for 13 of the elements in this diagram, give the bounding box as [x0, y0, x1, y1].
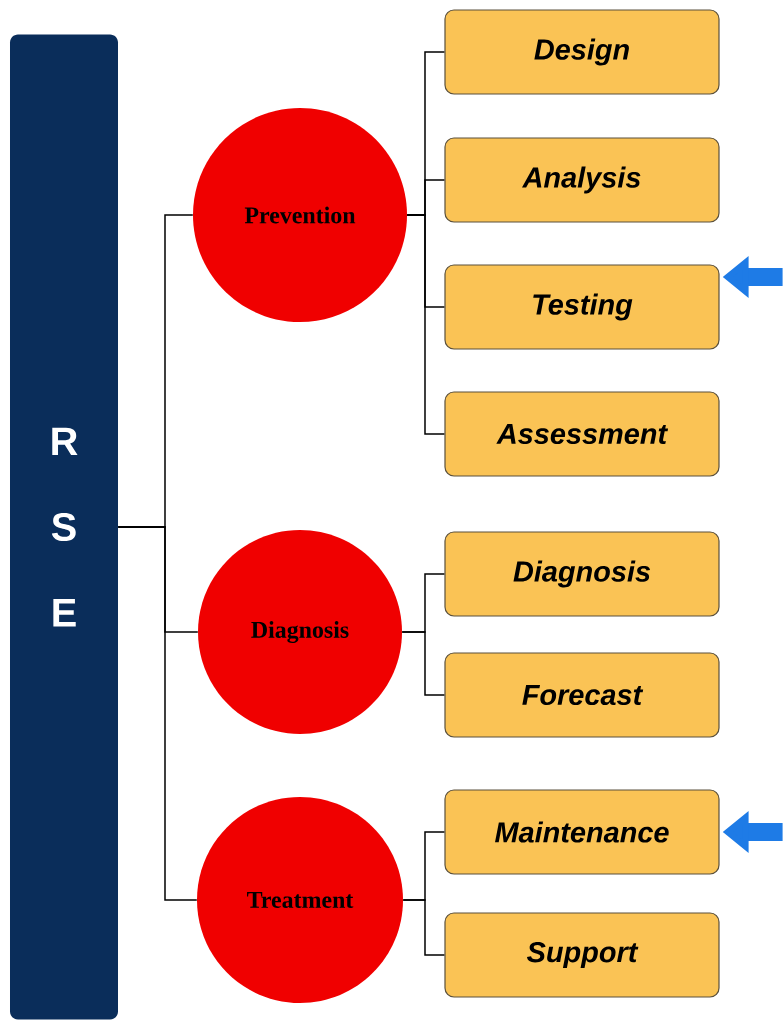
connector-line	[117, 526, 198, 901]
connector-line	[402, 899, 446, 956]
item-box: Diagnosis	[444, 531, 720, 617]
item-box: Testing	[444, 264, 720, 350]
label-bar: R S E	[10, 34, 118, 1020]
item-box: Maintenance	[444, 789, 720, 875]
connector-line	[401, 631, 446, 696]
connector-line	[406, 214, 446, 435]
item-box: Support	[444, 912, 720, 998]
item-box: Forecast	[444, 652, 720, 738]
item-box: Design	[444, 9, 720, 95]
item-box: Assessment	[444, 391, 720, 477]
item-box: Analysis	[444, 137, 720, 223]
